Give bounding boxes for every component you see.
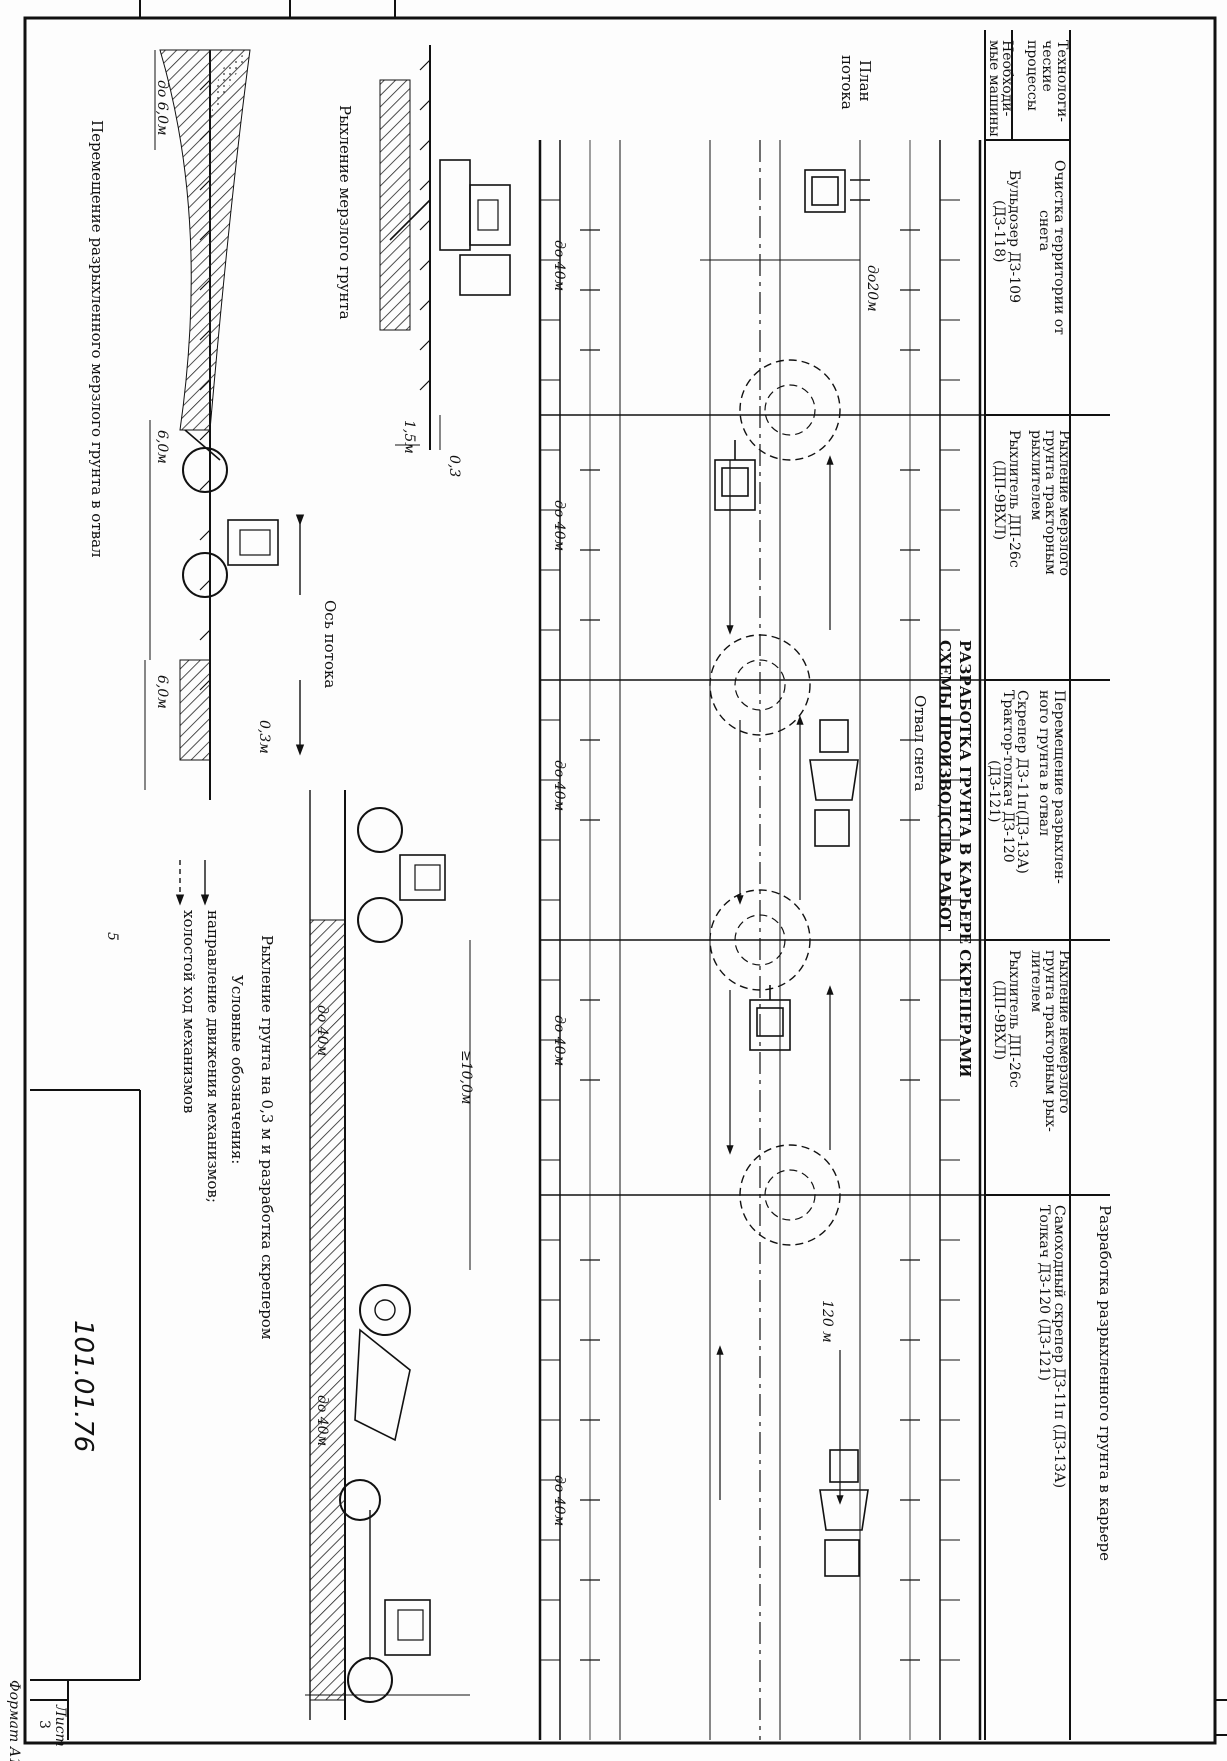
header-processes-3: процессы — [1024, 40, 1040, 111]
dimension-to40: до 40м — [551, 240, 567, 291]
dimension-0-3m: 0,3м — [256, 720, 272, 754]
machine-label: Рыхлитель ДП-26с — [1006, 430, 1022, 568]
rip-and-scrape-section — [305, 790, 471, 1720]
drawing-frame — [23, 0, 1227, 1745]
plan-labels: План потока Отвал снега до20м до 40м до … — [551, 55, 929, 1526]
header-processes-1: Технологи- — [1054, 40, 1070, 122]
machine-label: (ДП-9ВХЛ) — [991, 460, 1007, 540]
dimension-to40-section: до 40м — [314, 1005, 330, 1056]
column-moving-to-dump: Перемещение разрыхлен- ного грунта в отв… — [986, 690, 1067, 884]
dimension-120: 120 м — [819, 1300, 835, 1343]
dimension-to20: до20м — [864, 265, 880, 312]
sheet-label: Лист — [52, 1704, 68, 1747]
legend-item-idle: холостой ход механизмов — [180, 910, 198, 1113]
machine-label: Бульдозер ДЗ-109 — [1006, 170, 1022, 303]
process-label: Очистка территории от — [1051, 160, 1067, 335]
plan-label-1: План — [856, 60, 874, 102]
process-label: Рыхление немерзлого — [1056, 950, 1072, 1114]
legend: Условные обозначения: направление движен… — [175, 860, 246, 1203]
flow-axis-label: Ось потока — [321, 600, 339, 688]
machine-label: Толкач ДЗ-120 (ДЗ-121) — [1036, 1205, 1052, 1381]
process-label: ного грунта в отвал — [1036, 690, 1052, 836]
main-subtitle: РАЗРАБОТКА ГРУНТА В КАРЬЕРЕ СКРЕПЕРАМИ — [956, 640, 974, 1077]
dimension-to40: до 40м — [551, 1475, 567, 1526]
sheet-number: 3 — [36, 1720, 52, 1729]
column-pit-excavation: Разработка разрыхленного грунта в карьер… — [1036, 1205, 1114, 1561]
process-label: снега — [1036, 210, 1052, 251]
legend-item-direction: направление движения механизмов; — [204, 910, 222, 1203]
process-label: Рыхление мерзлого — [1056, 430, 1072, 576]
column-snow-clearing: Очистка территории от снега Бульдозер ДЗ… — [991, 160, 1067, 335]
machine-label: (ДЗ-121) — [986, 760, 1002, 822]
dimension-to40-section: до 40м — [314, 1395, 330, 1446]
dimension-to40: до 40м — [551, 500, 567, 551]
machine-label: Рыхлитель ДП-26с — [1006, 950, 1022, 1088]
dimension-to40: до 40м — [551, 1015, 567, 1066]
header-machines-2: мые машины — [986, 40, 1002, 137]
section-label-rip-and-scrape: Рыхление грунта на 0,3 м и разработка ск… — [258, 935, 276, 1340]
dimension-ge10: ≥10,0м — [458, 1050, 474, 1105]
ripper-icon — [714, 440, 756, 511]
legend-title: Условные обозначения: — [228, 975, 246, 1164]
column-unfrozen-ripping: Рыхление немерзлого грунта тракторным ры… — [991, 950, 1072, 1132]
header-machines-1: Необходи- — [999, 40, 1015, 117]
process-label: грунта тракторным рых- — [1042, 950, 1058, 1132]
process-label: Разработка разрыхленного грунта в карьер… — [1096, 1205, 1114, 1561]
ripper-icon — [749, 985, 791, 1051]
dimension-6m-a: 6,0м — [154, 430, 170, 464]
snow-dump-label: Отвал снега — [911, 695, 929, 791]
page-number: 5 — [104, 932, 120, 941]
title-stamp — [30, 1089, 141, 1740]
scraper-icon — [819, 1449, 869, 1577]
bulldozer-icon — [804, 169, 870, 213]
format-label: Формат А1 — [6, 1680, 22, 1761]
moving-section — [144, 49, 279, 800]
dimension-to-6m: до 6,0м — [154, 80, 170, 136]
machine-label: Скрепер ДЗ-11п(ДЗ-13А) — [1014, 690, 1030, 874]
process-label: грунта тракторным — [1042, 430, 1058, 575]
dimension-6m-b: 6,0м — [154, 675, 170, 709]
header-labels: Технологи- ческие процессы Необходи- мые… — [986, 40, 1070, 137]
dimension-1-5m: 1,5м — [401, 420, 417, 454]
process-table — [984, 30, 1110, 1740]
column-frozen-ripping: Рыхление мерзлого грунта тракторным рыхл… — [991, 430, 1072, 576]
plan-label-2: потока — [838, 55, 856, 110]
process-label: рыхлителем — [1028, 430, 1044, 520]
machine-label: Трактор-толкач ДЗ-120 — [1000, 690, 1016, 863]
dimension-to40: до 40м — [551, 760, 567, 811]
header-processes-2: ческие — [1039, 40, 1055, 92]
frozen-ripping-section — [379, 45, 511, 450]
document-number: 101.01.76 — [68, 1320, 98, 1452]
process-label: лителем — [1028, 950, 1044, 1012]
dimension-0-3: 0,3 — [446, 455, 462, 477]
process-label: Перемещение разрыхлен- — [1051, 690, 1067, 884]
machine-label: Самоходный скрепер ДЗ-11п (ДЗ-13А) — [1051, 1205, 1067, 1488]
section-label-frozen-ripping: Рыхление мерзлого грунта — [336, 105, 354, 320]
main-title: СХЕМЫ ПРОИЗВОДСТВА РАБОТ — [936, 640, 954, 932]
machine-label: (ДП-9ВХЛ) — [991, 980, 1007, 1060]
flow-plan — [538, 140, 985, 1740]
section-label-moving: Перемещение разрыхленного мерзлого грунт… — [88, 120, 106, 558]
scraper-icon — [809, 719, 859, 847]
title-block: СХЕМЫ ПРОИЗВОДСТВА РАБОТ РАЗРАБОТКА ГРУН… — [936, 640, 974, 1077]
machine-label: (ДЗ-118) — [991, 200, 1007, 262]
